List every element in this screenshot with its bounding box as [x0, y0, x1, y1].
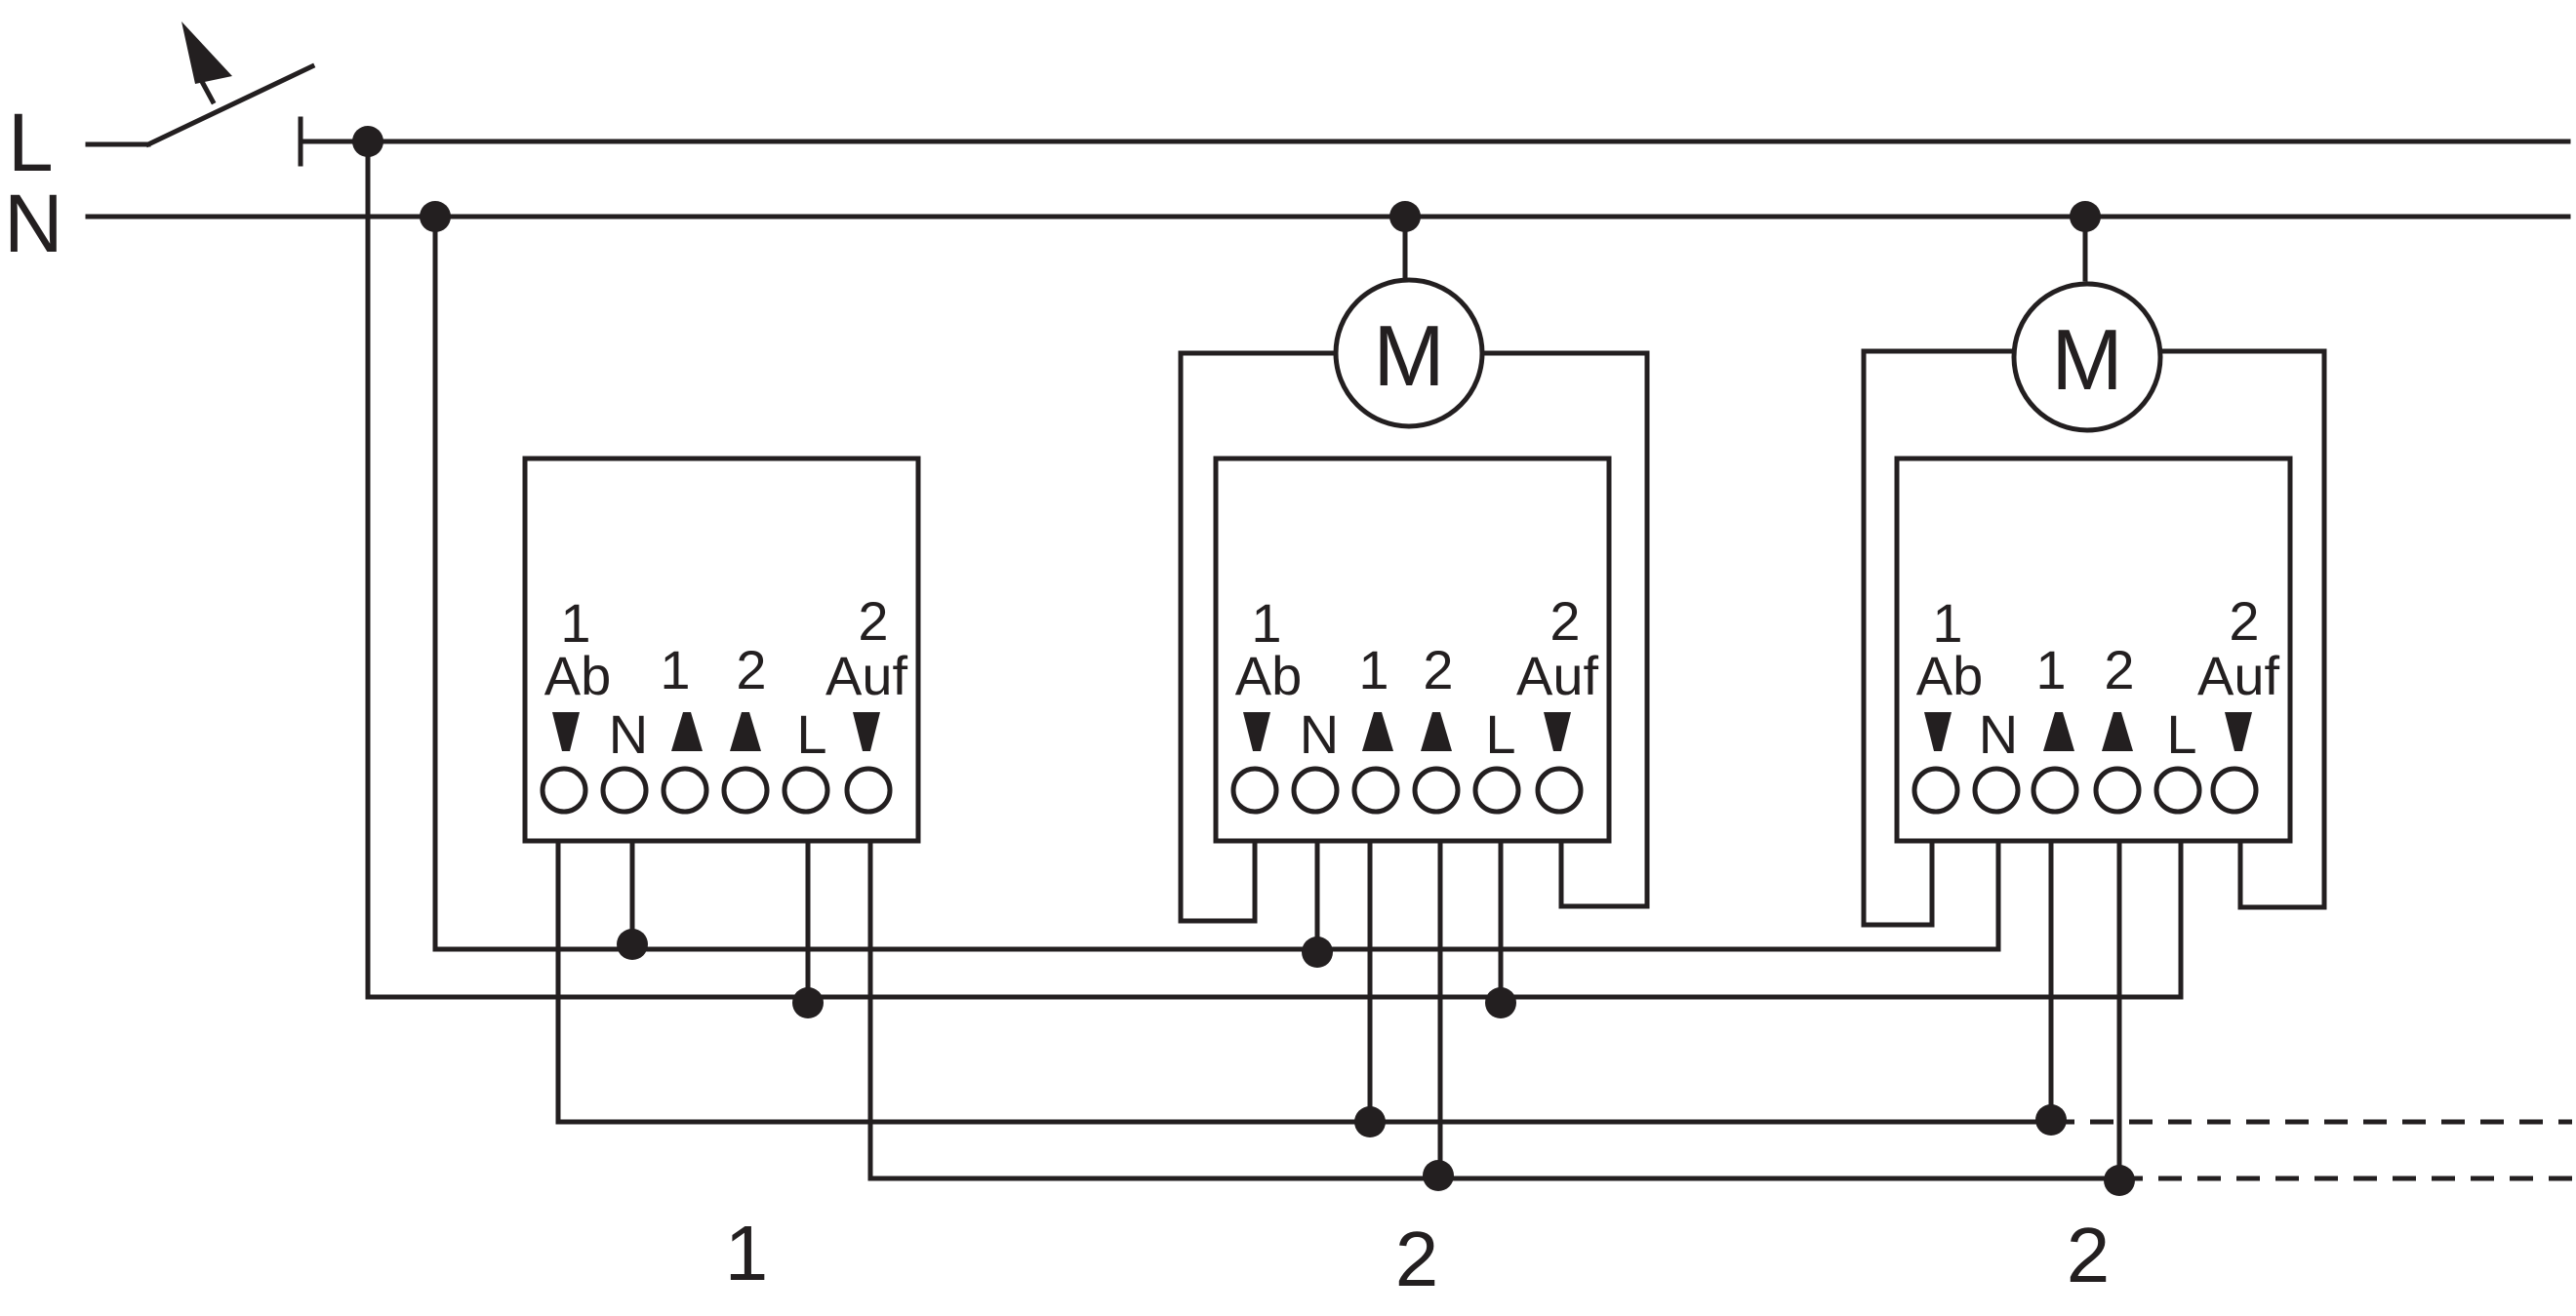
auf-number: 2 — [858, 590, 888, 652]
up-arrow-icon — [1362, 712, 1393, 751]
motor-1-label: M — [1373, 307, 1444, 404]
terminal — [782, 766, 830, 815]
terminal — [844, 766, 893, 815]
down-arrow-icon — [552, 712, 580, 751]
ab-number: 1 — [1251, 592, 1281, 654]
terminal — [600, 766, 649, 815]
auf-number: 2 — [2229, 590, 2259, 652]
up-arrow-icon — [671, 712, 703, 751]
motor-2-label: M — [2051, 311, 2122, 408]
actuator-3-caption: 2 — [2067, 1212, 2111, 1298]
ab-label: Ab — [1235, 645, 1303, 706]
auf-label: Auf — [1516, 645, 1598, 706]
ab-label: Ab — [544, 645, 612, 706]
actuator-wiring — [555, 838, 2572, 1183]
terminal — [1230, 766, 1279, 815]
n-label: N — [609, 703, 648, 765]
actuator-1-caption: 1 — [725, 1210, 769, 1296]
l-label: L — [1485, 703, 1515, 765]
auf-label: Auf — [2197, 645, 2279, 706]
down-arrow-icon — [1243, 712, 1270, 751]
up1-label: 1 — [2035, 639, 2066, 700]
terminal — [721, 766, 770, 815]
auf-number: 2 — [1550, 590, 1580, 652]
down-arrow-icon — [1924, 712, 1952, 751]
n-label: N — [1979, 703, 2018, 765]
ab-number: 1 — [560, 592, 590, 654]
up-arrow-icon — [2102, 712, 2133, 751]
ab-label: Ab — [1916, 645, 1984, 706]
terminal-labels: 1 Ab 1 2 2 Auf N L — [1235, 590, 1599, 765]
up-arrow-icon — [2043, 712, 2074, 751]
terminal — [540, 766, 588, 815]
down-arrow-icon — [853, 712, 880, 751]
actuator-1: 1 Ab 1 2 2 Auf N L 1 — [522, 456, 921, 1296]
terminal — [661, 766, 709, 815]
up2-label: 2 — [2104, 639, 2134, 700]
terminal — [2153, 766, 2202, 815]
l-label: L — [796, 703, 826, 765]
l-label: L — [2166, 703, 2196, 765]
actuator-3: 1 Ab 1 2 2 Auf N L 2 — [1894, 456, 2293, 1298]
ab-number: 1 — [1932, 592, 1962, 654]
up-arrow-icon — [1421, 712, 1452, 751]
up2-label: 2 — [1423, 639, 1453, 700]
auf-label: Auf — [825, 645, 907, 706]
n-label: N — [1300, 703, 1339, 765]
neutral-rail-label: N — [4, 178, 63, 269]
terminal — [1972, 766, 2021, 815]
terminal — [1535, 766, 1584, 815]
terminal-labels: 1 Ab 1 2 2 Auf N L — [544, 590, 908, 765]
motor-1: M — [1178, 214, 1650, 924]
terminal-labels: 1 Ab 1 2 2 Auf N L — [1916, 590, 2280, 765]
up2-label: 2 — [736, 639, 766, 700]
terminal — [1472, 766, 1521, 815]
up1-label: 1 — [660, 639, 690, 700]
line-rail-label: L — [8, 97, 54, 188]
junction-dots — [352, 126, 2135, 1196]
main-switch — [85, 21, 316, 167]
terminal — [2093, 766, 2142, 815]
up-arrow-icon — [730, 712, 761, 751]
terminal — [1291, 766, 1340, 815]
actuator-2: 1 Ab 1 2 2 Auf N L 2 — [1213, 456, 1612, 1302]
terminal — [1351, 766, 1400, 815]
terminal — [1412, 766, 1461, 815]
down-arrow-icon — [2225, 712, 2252, 751]
actuator-2-caption: 2 — [1395, 1216, 1439, 1302]
terminal — [2031, 766, 2079, 815]
terminal — [1912, 766, 1960, 815]
down-arrow-icon — [1544, 712, 1571, 751]
motor-2: M — [1861, 214, 2327, 928]
terminal — [2210, 766, 2259, 815]
up1-label: 1 — [1358, 639, 1389, 700]
